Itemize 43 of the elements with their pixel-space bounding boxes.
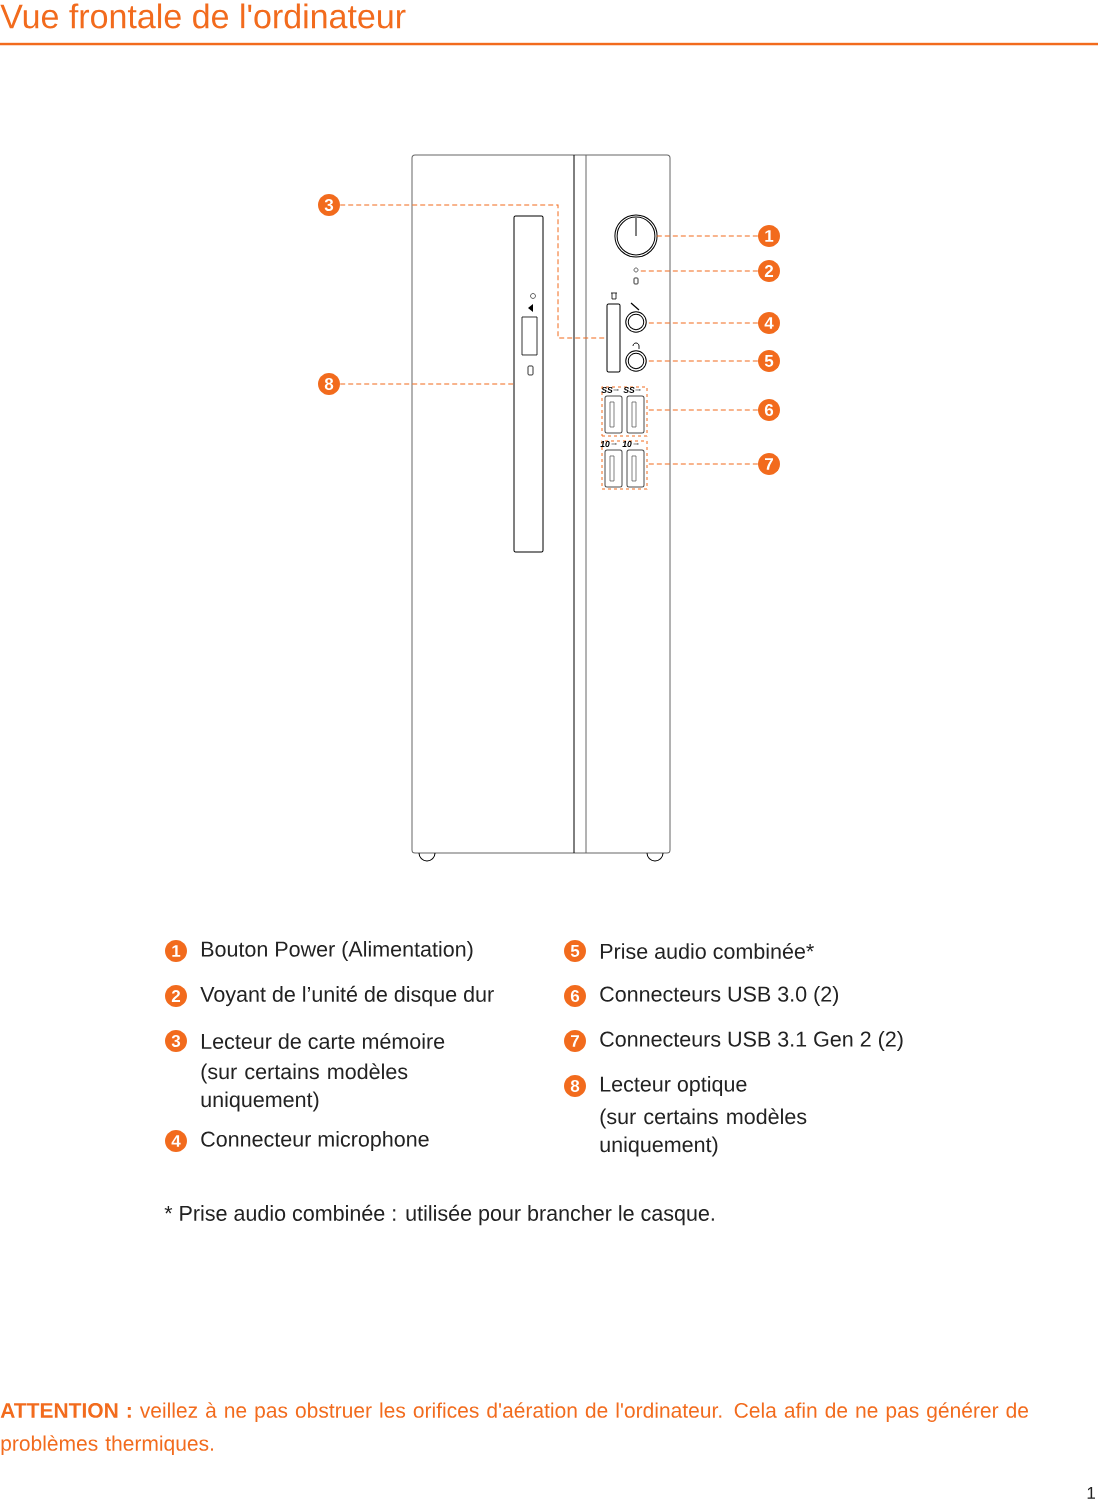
item-label: Prise audio combinée* — [600, 942, 814, 959]
leader-line — [339, 383, 514, 385]
footnote: * Prise audio combinée : utilisée pour brancher le casque. — [164, 1204, 714, 1226]
item-label: Lecteur de carte mémoire — [201, 1032, 445, 1049]
leader-line — [339, 204, 607, 339]
title: Vue frontale de l'ordinateur — [0, 3, 406, 29]
callout-number: 4 — [758, 312, 780, 334]
indicator-light — [633, 267, 639, 273]
item-label: Connecteur microphone — [201, 1131, 429, 1151]
callout-number: 2 — [165, 985, 187, 1007]
callout-number: 6 — [758, 399, 780, 421]
callout-number: 1 — [165, 940, 187, 962]
item-note: (sur certains modèles uniquement) — [600, 1108, 807, 1157]
leader-line — [647, 463, 759, 465]
item-label: Connecteurs USB 3.1 Gen 2 (2) — [600, 1031, 903, 1051]
usb-port-group — [601, 440, 648, 490]
microphone-jack — [625, 311, 647, 333]
callout-number: 7 — [758, 453, 780, 475]
warning-note: ATTENTION : veillez à ne pas obstruer les orifices d'aération de l'ordinateur. Cela afin de ne pas générer de problèmes thermiques. — [0, 1402, 1029, 1455]
callout-number: 7 — [564, 1030, 586, 1052]
callout-number: 5 — [564, 940, 586, 962]
usb-port-group — [601, 386, 648, 437]
callout-number: 4 — [165, 1130, 187, 1152]
leader-line — [656, 235, 759, 237]
callout-number: 2 — [758, 260, 780, 282]
page-number: 1 — [1087, 1487, 1095, 1499]
callout-number: 8 — [564, 1075, 586, 1097]
optical-drive — [513, 215, 544, 553]
callout-number: 5 — [758, 350, 780, 372]
item-label: Voyant de l’unité de disque dur — [200, 985, 494, 1007]
item-label: Bouton Power (Alimentation) — [201, 941, 473, 961]
callout-number: 8 — [318, 373, 340, 395]
callout-number: 3 — [318, 194, 340, 216]
card-slot — [606, 303, 621, 373]
callout-number: 1 — [758, 225, 780, 247]
callout-number: 6 — [564, 985, 586, 1007]
headphone-jack — [625, 350, 647, 372]
callout-number: 3 — [165, 1030, 187, 1052]
leader-line — [647, 409, 759, 411]
item-note: (sur certains modèles uniquement) — [201, 1063, 408, 1112]
item-label: Lecteur optique — [600, 1076, 747, 1096]
power-button — [614, 214, 658, 258]
item-label: Connecteurs USB 3.0 (2) — [600, 986, 839, 1006]
